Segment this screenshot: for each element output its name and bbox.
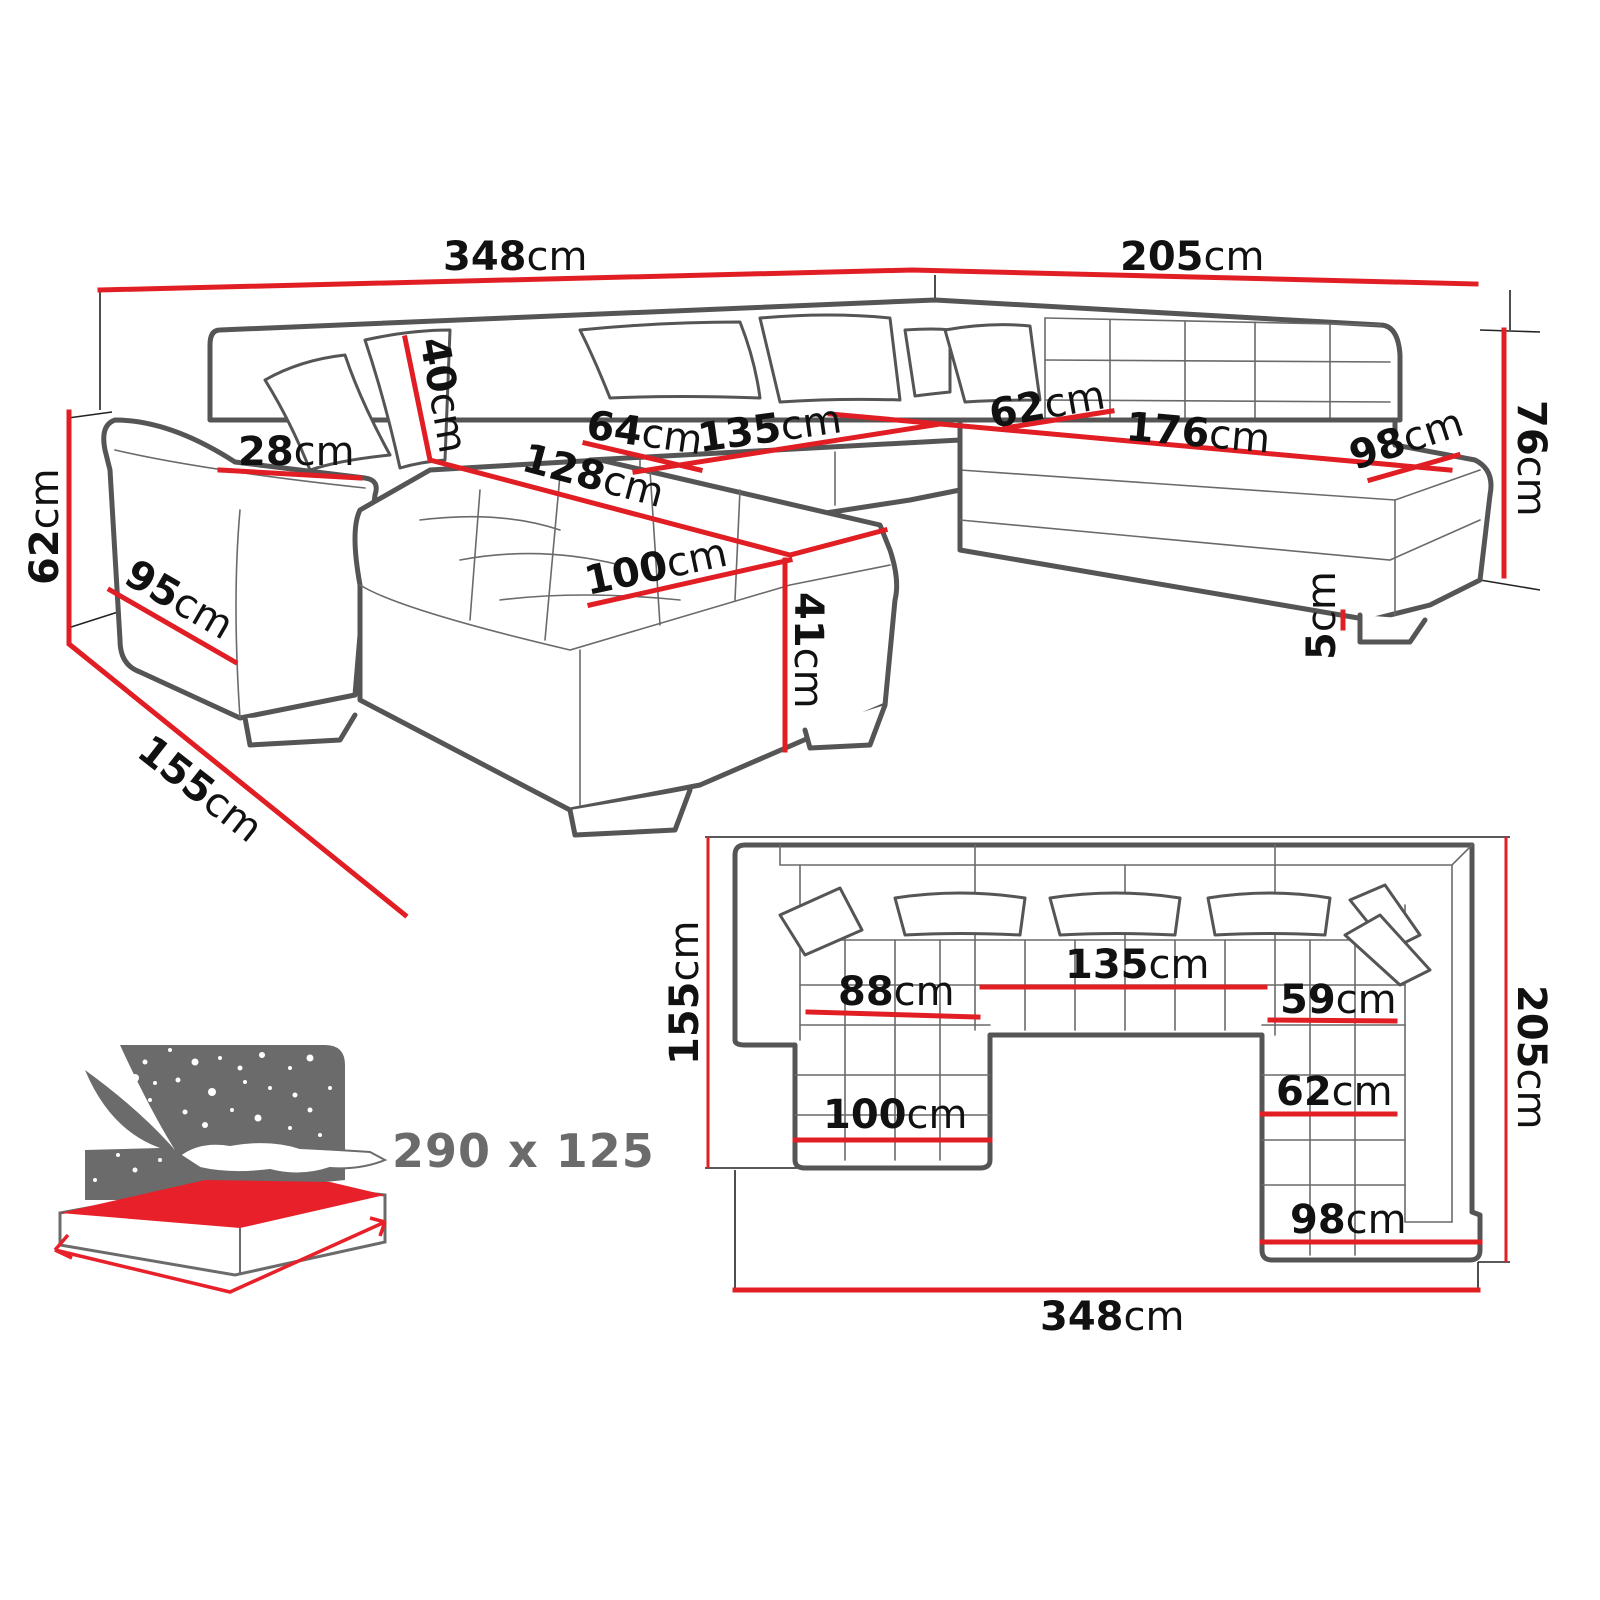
perspective-dimension-lines bbox=[66, 267, 1507, 919]
label-arm-width-28: 28cm bbox=[238, 429, 355, 475]
label-arm-height-62: 62cm bbox=[22, 468, 68, 585]
label-top-chaise-100: 100cm bbox=[823, 1092, 967, 1138]
label-backrest-40: 40cm bbox=[410, 334, 476, 457]
label-top-total-width-348: 348cm bbox=[1040, 1294, 1184, 1340]
top-view bbox=[705, 836, 1510, 1290]
label-right-seat-176: 176cm bbox=[1124, 404, 1272, 462]
label-middle-depth-64: 64cm bbox=[584, 402, 706, 464]
label-top-right-seat-62: 62cm bbox=[1276, 1069, 1393, 1115]
perspective-view bbox=[67, 275, 1541, 838]
label-top-corner-59: 59cm bbox=[1280, 977, 1397, 1023]
label-seat-height-41: 41cm bbox=[785, 592, 831, 709]
label-right-depth-205: 205cm bbox=[1120, 234, 1264, 280]
sleeping-area-size: 290 x 125 bbox=[392, 1124, 655, 1178]
top-view-dimension-lines bbox=[706, 837, 1508, 1293]
label-leg-height-5: 5cm bbox=[1299, 571, 1345, 660]
label-top-right-depth-205: 205cm bbox=[1508, 985, 1554, 1129]
label-top-left-depth-155: 155cm bbox=[662, 921, 708, 1065]
bed-with-night-sky-icon bbox=[53, 1045, 388, 1294]
label-corner-depth-62: 62cm bbox=[986, 372, 1109, 438]
label-top-left-seat-88: 88cm bbox=[838, 969, 955, 1015]
label-total-width-348: 348cm bbox=[443, 234, 587, 280]
top-view-labels: 348cm 155cm 205cm 88cm 135cm 59cm 100cm … bbox=[662, 921, 1554, 1340]
label-back-height-76: 76cm bbox=[1508, 400, 1554, 517]
label-top-right-end-98: 98cm bbox=[1290, 1197, 1407, 1243]
label-top-middle-135: 135cm bbox=[1065, 942, 1209, 988]
stars bbox=[93, 1048, 332, 1182]
